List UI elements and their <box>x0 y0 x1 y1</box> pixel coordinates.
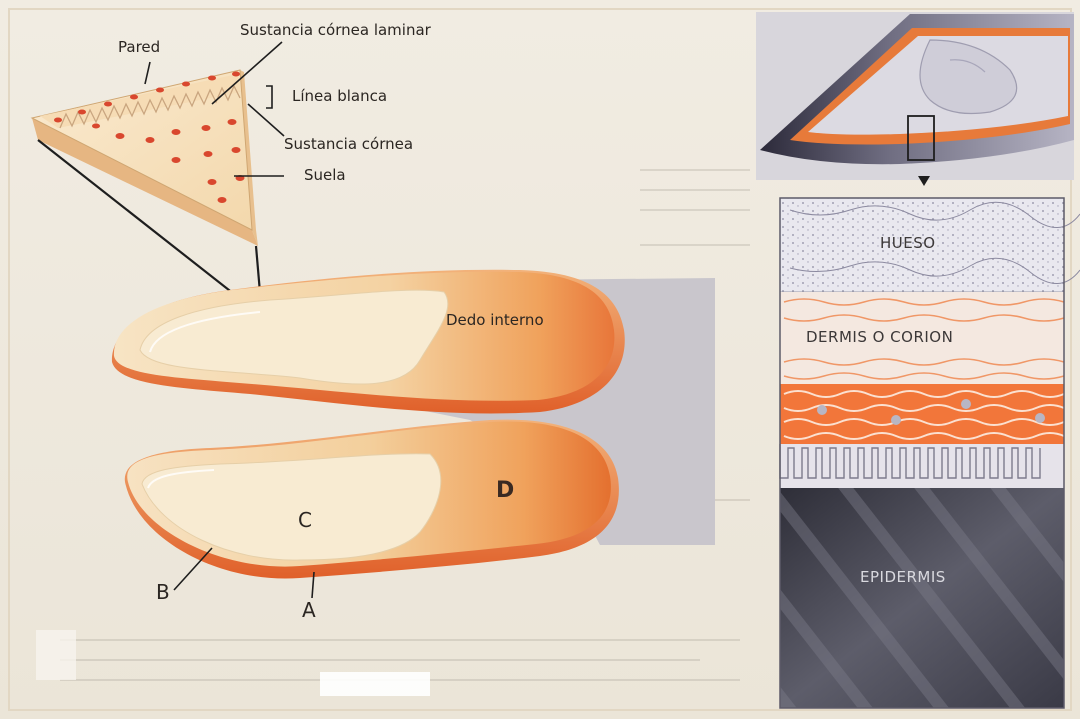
outer-digit-claw <box>125 420 619 579</box>
label-b: B <box>156 582 170 602</box>
scan-artifact-patch-left <box>36 630 76 680</box>
label-epidermis: EPIDERMIS <box>860 570 946 585</box>
label-linea-blanca: Línea blanca <box>292 89 387 104</box>
label-sustancia-cornea: Sustancia córnea <box>284 137 413 152</box>
tissue-layer-column <box>780 198 1080 708</box>
hoof-sagittal-image <box>756 12 1074 186</box>
label-sustancia-cornea-laminar: Sustancia córnea laminar <box>240 23 431 38</box>
label-hueso: HUESO <box>880 236 936 251</box>
label-dermis-o-corion: DERMIS O CORION <box>806 330 953 345</box>
inner-digit-claw <box>112 270 625 414</box>
label-a: A <box>302 600 316 620</box>
label-d: D <box>496 480 514 502</box>
label-suela: Suela <box>304 168 346 183</box>
label-dedo-interno: Dedo interno <box>446 313 544 328</box>
label-pared: Pared <box>118 40 160 55</box>
hoof-wedge-section <box>32 70 258 246</box>
scan-artifact-patch <box>320 672 430 696</box>
label-c: C <box>298 510 312 530</box>
